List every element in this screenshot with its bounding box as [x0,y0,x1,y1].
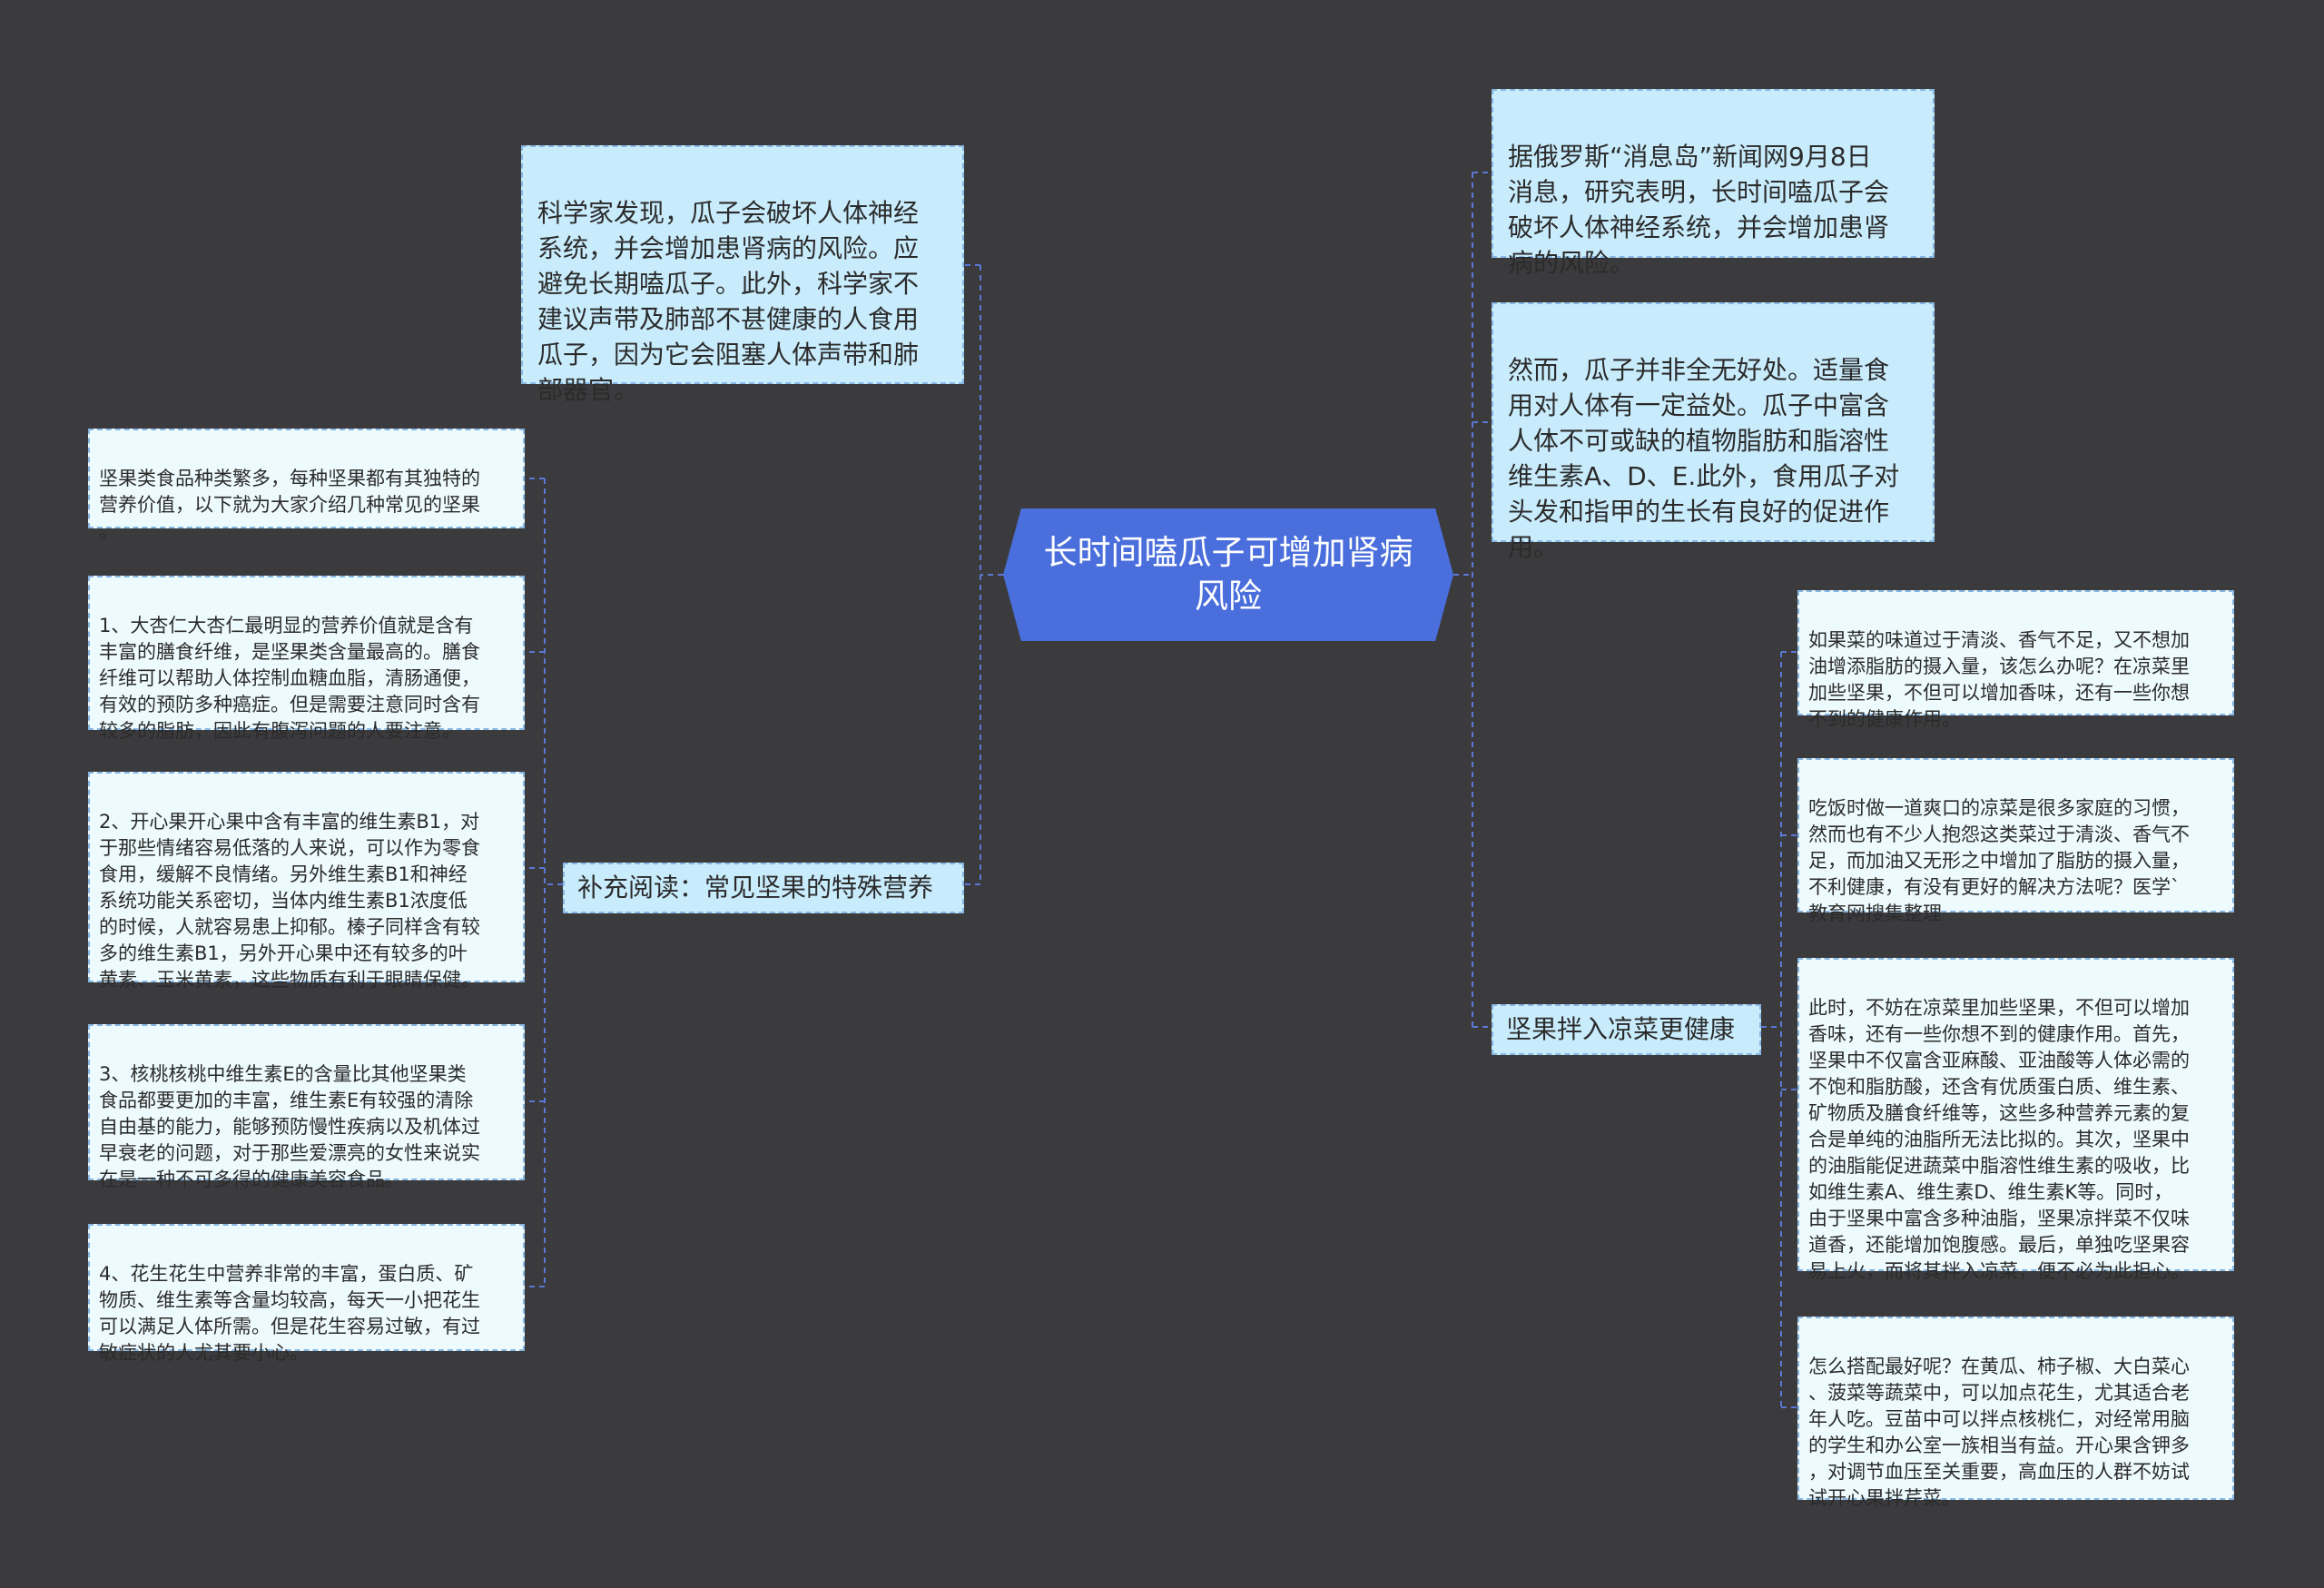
salad-item-0[interactable]: 如果菜的味道过于清淡、香气不足，又不想加 油增添脂肪的摄入量，该怎么办呢？在凉菜… [1797,590,2234,730]
salad-item-1-text: 吃饭时做一道爽口的凉菜是很多家庭的习惯， 然而也有不少人抱怨这类菜过于清淡、香气… [1808,797,2190,924]
supplement-item-4[interactable]: 4、花生花生中营养非常的丰富，蛋白质、矿 物质、维生素等含量均较高，每天一小把花… [88,1224,525,1364]
supplement-item-2[interactable]: 2、开心果开心果中含有丰富的维生素B1，对 于那些情绪容易低落的人来说，可以作为… [88,772,525,991]
supplement-item-1[interactable]: 1、大杏仁大杏仁最明显的营养价值就是含有 丰富的膳食纤维，是坚果类含量最高的。膳… [88,576,525,742]
supplement-item-3-text: 3、核桃核桃中维生素E的含量比其他坚果类 食品都要更加的丰富，维生素E有较强的清… [99,1063,480,1190]
supplement-item-0[interactable]: 坚果类食品种类繁多，每种坚果都有其独特的 营养价值，以下就为大家介绍几种常见的坚… [88,429,525,542]
node-salad-text: 坚果拌入凉菜更健康 [1506,1014,1736,1044]
node-supplement-text: 补充阅读：常见坚果的特殊营养 [577,873,934,902]
node-news-text: 据俄罗斯“消息岛”新闻网9月8日 消息，研究表明，长时间嗑瓜子会 破坏人体神经系… [1508,142,1890,278]
node-supplement-label[interactable]: 补充阅读：常见坚果的特殊营养 [563,863,964,913]
salad-item-1[interactable]: 吃饭时做一道爽口的凉菜是很多家庭的习惯， 然而也有不少人抱怨这类菜过于清淡、香气… [1797,758,2234,924]
node-intro-text: 科学家发现，瓜子会破坏人体神经 系统，并会增加患肾病的风险。应 避免长期嗑瓜子。… [537,198,920,405]
supplement-item-4-text: 4、花生花生中营养非常的丰富，蛋白质、矿 物质、维生素等含量均较高，每天一小把花… [99,1263,480,1364]
node-benefit-text: 然而，瓜子并非全无好处。适量食 用对人体有一定益处。瓜子中富含 人体不可或缺的植… [1508,355,1900,562]
salad-item-2-text: 此时，不妨在凉菜里加些坚果，不但可以增加 香味，还有一些你想不到的健康作用。首先… [1808,997,2190,1282]
node-news[interactable]: 据俄罗斯“消息岛”新闻网9月8日 消息，研究表明，长时间嗑瓜子会 破坏人体神经系… [1492,89,1935,278]
root-topic[interactable]: 长时间嗑瓜子可增加肾病风险 [1003,508,1453,641]
salad-item-2[interactable]: 此时，不妨在凉菜里加些坚果，不但可以增加 香味，还有一些你想不到的健康作用。首先… [1797,958,2234,1282]
salad-item-3[interactable]: 怎么搭配最好呢？在黄瓜、柿子椒、大白菜心 、菠菜等蔬菜中，可以加点花生，尤其适合… [1797,1317,2234,1509]
salad-item-3-text: 怎么搭配最好呢？在黄瓜、柿子椒、大白菜心 、菠菜等蔬菜中，可以加点花生，尤其适合… [1808,1356,2190,1509]
supplement-item-2-text: 2、开心果开心果中含有丰富的维生素B1，对 于那些情绪容易低落的人来说，可以作为… [99,811,480,991]
node-intro[interactable]: 科学家发现，瓜子会破坏人体神经 系统，并会增加患肾病的风险。应 避免长期嗑瓜子。… [521,145,964,405]
node-benefit[interactable]: 然而，瓜子并非全无好处。适量食 用对人体有一定益处。瓜子中富含 人体不可或缺的植… [1492,302,1935,562]
supplement-item-0-text: 坚果类食品种类繁多，每种坚果都有其独特的 营养价值，以下就为大家介绍几种常见的坚… [99,468,480,542]
root-title: 长时间嗑瓜子可增加肾病风险 [1043,533,1413,616]
salad-item-0-text: 如果菜的味道过于清淡、香气不足，又不想加 油增添脂肪的摄入量，该怎么办呢？在凉菜… [1808,629,2190,730]
supplement-item-1-text: 1、大杏仁大杏仁最明显的营养价值就是含有 丰富的膳食纤维，是坚果类含量最高的。膳… [99,615,480,742]
node-salad-label[interactable]: 坚果拌入凉菜更健康 [1492,1004,1761,1055]
supplement-item-3[interactable]: 3、核桃核桃中维生素E的含量比其他坚果类 食品都要更加的丰富，维生素E有较强的清… [88,1024,525,1190]
